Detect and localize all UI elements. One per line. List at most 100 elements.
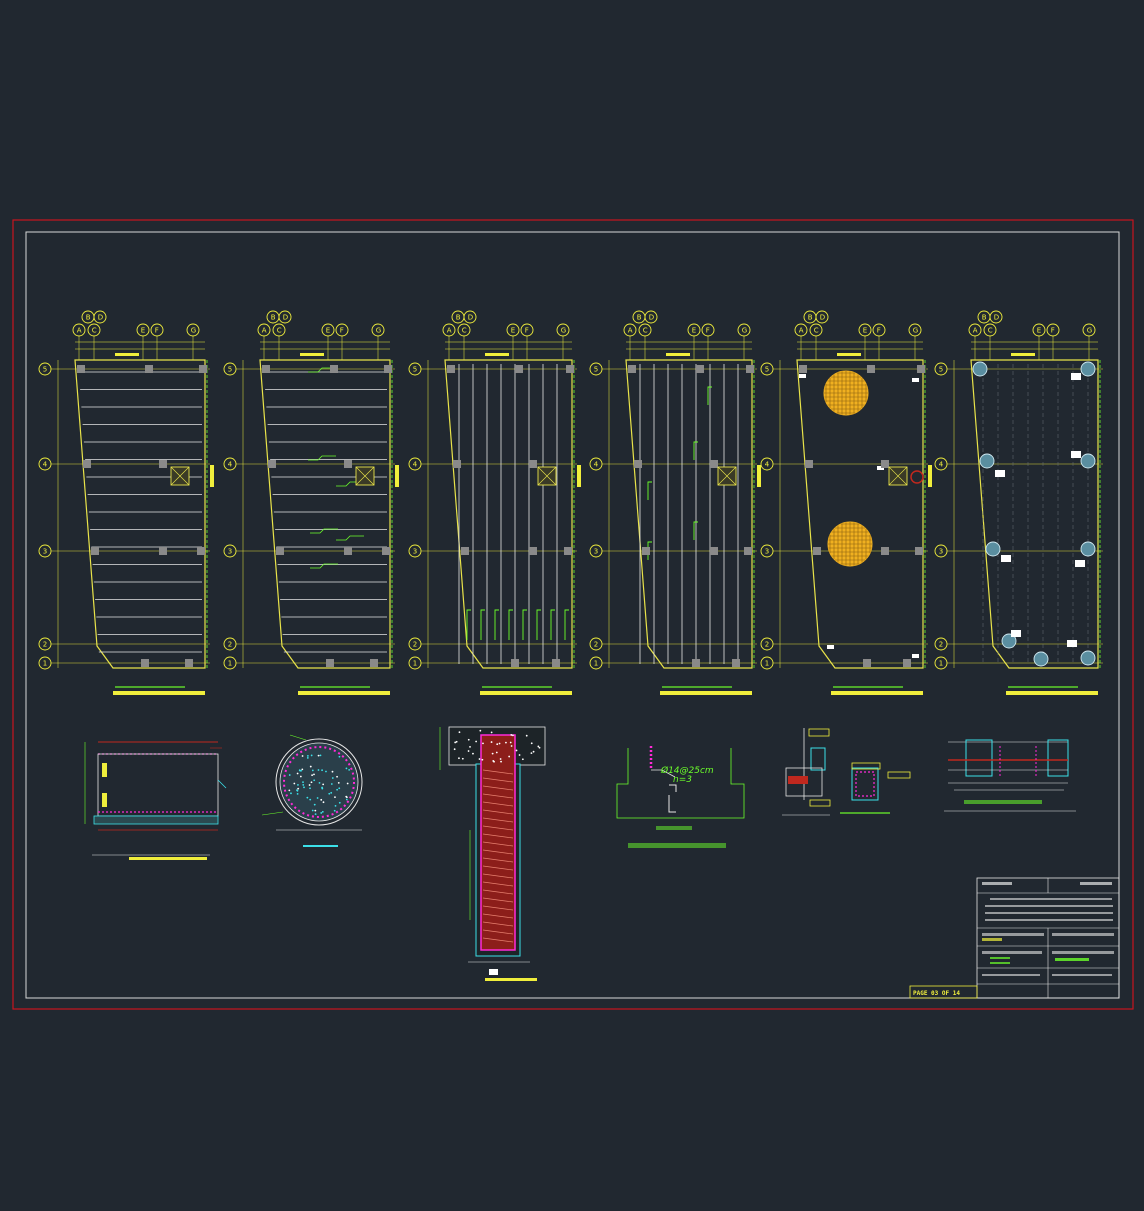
column-square	[915, 547, 923, 555]
grid-bubble-label: 1	[413, 660, 417, 668]
concrete-dot	[303, 786, 305, 789]
small-mark	[912, 654, 919, 658]
column-square	[344, 460, 352, 468]
concrete-dot	[309, 765, 312, 768]
concrete-dot	[482, 742, 484, 745]
column-square	[566, 365, 574, 373]
grid-bubble	[983, 323, 997, 337]
concrete-dot	[490, 731, 493, 734]
concrete-dot	[314, 813, 317, 815]
concrete-dot	[313, 773, 315, 776]
grid-bubble	[335, 323, 349, 337]
grid-bubble-label: C	[988, 327, 993, 335]
bar-tag	[522, 609, 527, 640]
column-square	[746, 365, 754, 373]
column-square	[813, 547, 821, 555]
column-square	[710, 547, 718, 555]
slab-outline	[970, 359, 1099, 669]
concrete-dot	[322, 801, 325, 804]
concrete-dot	[296, 792, 299, 795]
grid-bubble-label: F	[155, 327, 159, 335]
concrete-dot	[331, 777, 334, 779]
concrete-dot	[525, 734, 528, 737]
column-square	[805, 460, 813, 468]
concrete-dot	[325, 770, 327, 773]
bar-tag	[480, 609, 485, 640]
grid-bubble-label: 5	[939, 366, 943, 374]
column-square	[382, 547, 390, 555]
concrete-dot	[478, 758, 481, 760]
plan-title-underline	[660, 691, 752, 695]
concrete-dot	[345, 796, 348, 799]
grid-bubble-label: A	[628, 327, 633, 335]
grid-bubble-label: B	[456, 314, 461, 322]
grid-bubble-label: 2	[594, 641, 598, 649]
title-block: PAGE 03 OF 14	[909, 877, 1120, 999]
grid-bubble-label: C	[92, 327, 97, 335]
concrete-dot	[311, 809, 314, 812]
grid-bubble	[701, 323, 715, 337]
grid-bubble-label: 2	[939, 641, 943, 649]
grid-bubble	[737, 323, 751, 337]
grid-bubble-label: A	[799, 327, 804, 335]
concrete-dot	[334, 804, 337, 807]
stirrup-line	[482, 905, 514, 911]
concrete-dot	[509, 741, 512, 744]
concrete-dot	[453, 748, 456, 751]
grid-bubble	[809, 323, 823, 337]
column-square	[863, 659, 871, 667]
grid-bubble	[556, 323, 570, 337]
small-mark	[995, 470, 1005, 477]
small-mark	[1067, 640, 1077, 647]
stirrup-line	[482, 873, 514, 879]
concrete-dot	[479, 729, 482, 732]
column-square	[529, 460, 537, 468]
concrete-dot	[538, 746, 541, 749]
opening-marker	[577, 465, 581, 487]
stirrup-line	[482, 849, 514, 855]
title-underline	[840, 812, 890, 814]
dim-tag	[115, 353, 139, 356]
column-square	[159, 547, 167, 555]
grid-bubble	[371, 323, 385, 337]
stirrup-line	[482, 897, 514, 903]
column-square	[453, 460, 461, 468]
column-square	[461, 547, 469, 555]
grid-bubble-label: 5	[765, 366, 769, 374]
plan-title-mark	[662, 686, 732, 688]
plan-title-underline	[480, 691, 572, 695]
grid-bubble	[908, 323, 922, 337]
column-square	[696, 365, 704, 373]
inner-border	[25, 231, 1120, 999]
column-square	[881, 547, 889, 555]
bar-tag	[466, 609, 471, 640]
stirrup-line	[482, 921, 514, 927]
slab-outline	[74, 359, 206, 669]
concrete-dot	[310, 781, 313, 784]
small-mark	[799, 374, 806, 378]
column-circle	[1080, 361, 1096, 377]
grid-bubble	[872, 323, 886, 337]
grid-bubble-label: B	[808, 314, 813, 322]
small-mark	[877, 466, 884, 470]
grid-bubble	[321, 323, 335, 337]
opening-cross	[888, 466, 908, 486]
concrete-dot	[313, 779, 316, 782]
grid-bubble	[186, 323, 200, 337]
grid-bubble-label: C	[462, 327, 467, 335]
bar-tag	[508, 609, 513, 640]
grid-bubble-label: F	[525, 327, 529, 335]
concrete-dot	[495, 751, 498, 754]
small-mark	[912, 378, 919, 382]
small-mark	[1011, 630, 1021, 637]
detail-title-mark	[628, 843, 726, 848]
concrete-dot	[306, 755, 309, 757]
grid-bubble-label: C	[643, 327, 648, 335]
dim-tag	[300, 353, 324, 356]
stirrup-line	[482, 801, 514, 807]
grid-bubble-label: 1	[594, 660, 598, 668]
column-square	[326, 659, 334, 667]
